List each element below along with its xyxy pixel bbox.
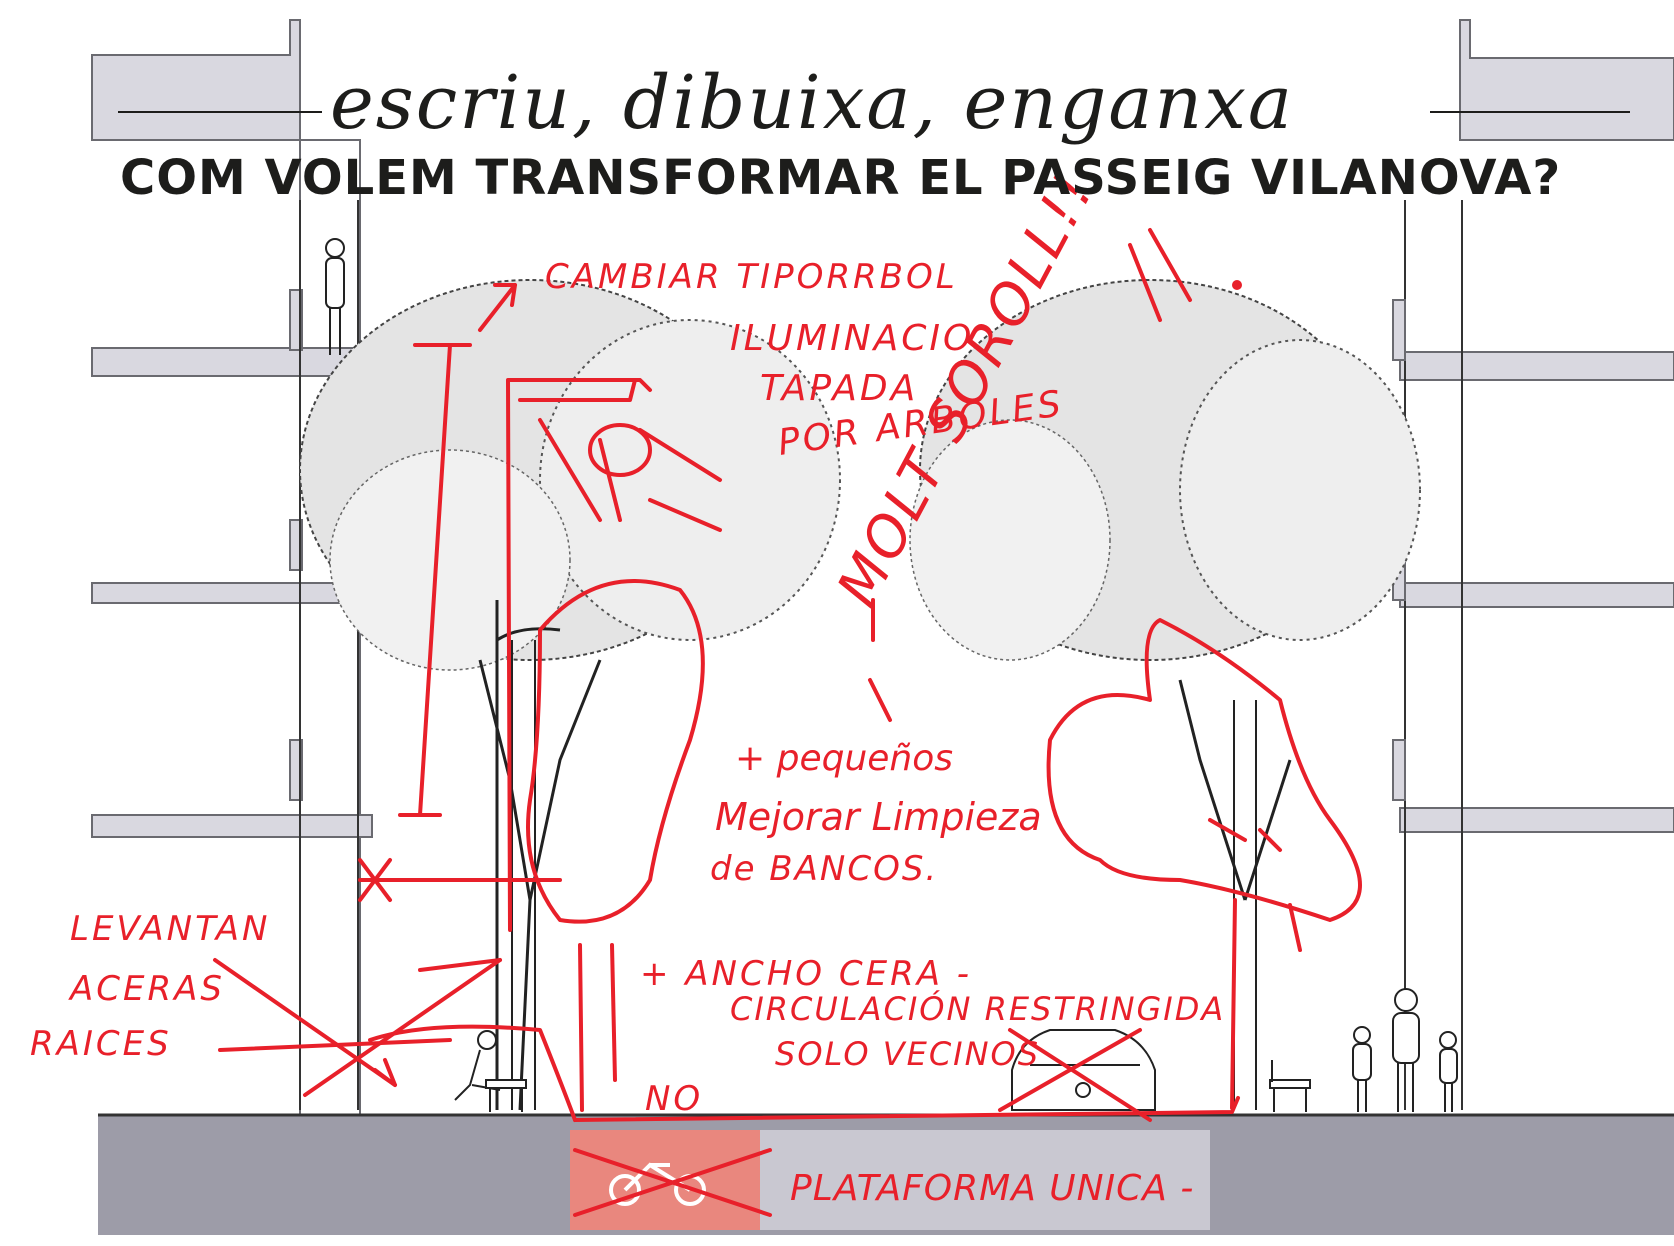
people-group-right [1352, 988, 1458, 1112]
street-lamp [495, 600, 561, 1110]
note-iluminacio-2: TAPADA [760, 368, 918, 409]
left-building [91, 19, 373, 1141]
note-mejorar-limpieza: Mejorar Limpieza [715, 795, 1042, 839]
bench-right [1269, 1060, 1311, 1112]
note-iluminacio-1: ILUMINACIO [730, 318, 974, 359]
note-levantan-1: LEVANTAN [70, 909, 270, 949]
note-levantan-2: ACERAS [68, 969, 225, 1009]
note-no: NO [645, 1079, 703, 1119]
seated-person-and-bench-left [454, 1030, 527, 1112]
note-levantan-3: RAICES [30, 1024, 172, 1064]
pavement [98, 1113, 1674, 1235]
note-ancho-acera: + ANCHO CERA - [640, 954, 972, 994]
car [1011, 1029, 1156, 1111]
note-mas-pequenos: + pequeños [735, 738, 953, 779]
red-markup-strokes [213, 228, 1362, 1217]
note-plataforma-unica: PLATAFORMA UNICA - [790, 1168, 1194, 1209]
script-title: escriu, dibuixa, enganxa [330, 60, 1295, 146]
person-on-balcony [325, 238, 345, 355]
page-title: COM VOLEM TRANSFORMAR EL PASSEIG VILANOV… [120, 150, 1562, 206]
note-cambiar-arbol: CAMBIAR TIPORRBOL [545, 257, 958, 297]
right-tree [909, 279, 1421, 1110]
note-de-bancos: de BANCOS. [710, 849, 938, 889]
note-circulacion-2: SOLO VECINOS [775, 1035, 1040, 1073]
note-circulacion-1: CIRCULACIÓN RESTRINGIDA [730, 989, 1225, 1028]
right-building [1392, 19, 1674, 1110]
